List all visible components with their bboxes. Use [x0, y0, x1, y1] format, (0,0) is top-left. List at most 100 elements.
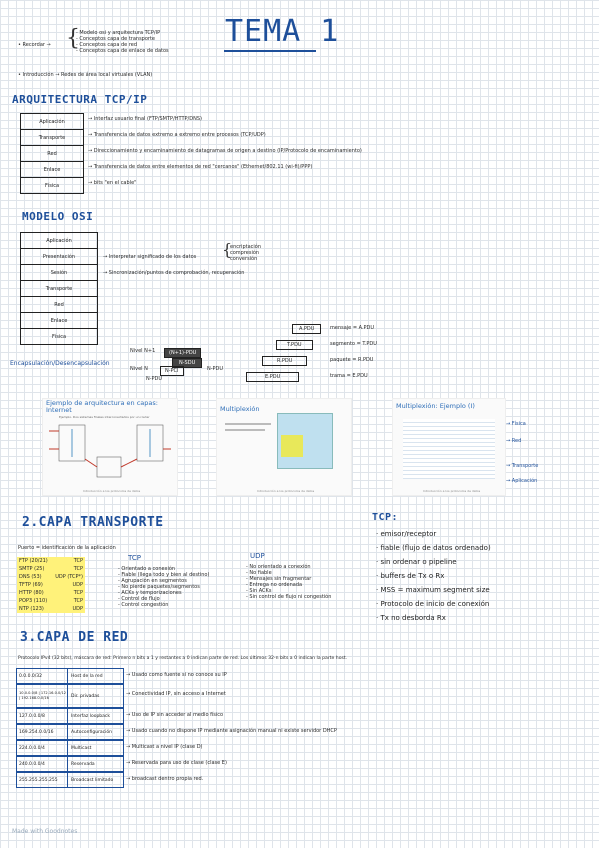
encap-box: (N+1)-PDU [164, 348, 202, 358]
udp-item: - Sin control de flujo ni congestión [246, 594, 332, 600]
red-ip: 10.0.0.0/8 | 172.16.0.0/12 | 192.168.0.0… [17, 685, 68, 707]
recordar-item: - Conceptos capa de enlace de datos [76, 48, 169, 54]
red-name: Host de la red [71, 673, 103, 679]
tcp-item: - Control congestión [118, 602, 169, 608]
port-row: DNS (53)UDP (TCP*) [19, 574, 83, 580]
recordar-item: - Conceptos capa de red [76, 42, 138, 48]
udp-col-head: UDP [250, 552, 265, 560]
tcpip-stack: Aplicación Transporte Red Enlace Física [20, 113, 84, 194]
recordar-list: - Modelo osi y arquitectura TCP/IP - Con… [76, 30, 169, 54]
osi-layer: Sesión [20, 264, 98, 280]
osi-layer: Red [20, 296, 98, 312]
red-desc: → Usado como fuente si no conoce su IP [126, 672, 227, 678]
osi-layer: Enlace [20, 312, 98, 328]
encap-level: Nivel N+1 [130, 348, 156, 354]
red-ip: 224.0.0.0/4 [17, 741, 68, 755]
red-name: Broadcast limitado [71, 777, 114, 783]
red-desc: → Uso de IP sin acceder al medio físico [126, 712, 224, 718]
encap-box: N-PCI [160, 366, 184, 376]
tcp-right-item: · buffers de Tx o Rx [376, 572, 445, 580]
tcp-right-item: · MSS = maximum segment size [376, 586, 490, 594]
encap-box: N-PDU [207, 366, 224, 372]
thumb-line [225, 429, 265, 431]
thumb-diagram [49, 424, 171, 478]
udp-item: - Sin ACKs [246, 588, 272, 594]
puerto-def: Puerto = identificación de la aplicación [18, 545, 116, 551]
thumb-note: → Aplicación [506, 478, 538, 484]
layer-desc: → bits "en el cable" [88, 180, 137, 186]
layer-desc: → Direccionamiento y encaminamiento de d… [88, 148, 362, 154]
red-name: Multicast [71, 745, 92, 751]
recordar-item: - Modelo osi y arquitectura TCP/IP [76, 30, 161, 36]
intro-line: • Introducción → Redes de área local vir… [18, 72, 153, 78]
tcp-right-head: TCP: [372, 512, 399, 523]
thumb-title: Multiplexión: Ejemplo (I) [396, 402, 475, 410]
thumb-line [225, 423, 271, 425]
osi-ses-note: → Sincronización/puntos de comprobación,… [103, 270, 245, 276]
tcp-item: - ACKs y temporizaciones [118, 590, 182, 596]
tcp-item: - Control de flujo [118, 596, 160, 602]
osi-heading: MODELO OSI [22, 210, 94, 223]
tcp-item: - Orientado a conexión [118, 566, 176, 572]
encap-right-label: trama = E.PDU [330, 373, 368, 379]
osi-layer: Física [20, 328, 98, 345]
layer-enlace: Enlace [20, 161, 84, 177]
encap-label: Encapsulación/Desencapsulación [10, 360, 110, 367]
encap-level: N-PDU [146, 376, 163, 382]
red-ip: 255.255.255.255 [17, 773, 68, 787]
encap-box: R.PDU [262, 356, 308, 366]
encap-right-label: segmento = T.PDU [330, 341, 377, 347]
red-ip: 240.0.0.0/4 [17, 757, 68, 771]
osi-pres-item: compresión [230, 250, 260, 256]
osi-layer: Presentación [20, 248, 98, 264]
tcp-right-item: · Tx no desborda Rx [376, 614, 446, 622]
osi-layer: Aplicación [20, 232, 98, 248]
thumb-arquitectura: Ejemplo de arquitectura en capas: Intern… [42, 398, 178, 496]
thumb-title: Multiplexión [220, 405, 260, 413]
tcp-col-head: TCP [128, 554, 141, 562]
udp-item: - No orientado a conexión [246, 564, 311, 570]
osi-pres-item: conversión [230, 256, 258, 262]
osi-pres-note: → Interpretar significado de los datos [103, 254, 197, 260]
encap-box: T.PDU [276, 340, 313, 350]
ports-table: FTP (20/21)TCP SMTP (25)TCP DNS (53)UDP … [17, 557, 85, 613]
thumb-multiplexion: Multiplexión Introducción a los protocol… [216, 398, 352, 496]
page-title: TEMA 1 [225, 14, 340, 49]
transporte-heading: 2.CAPA TRANSPORTE [22, 515, 164, 530]
red-name: Autoconfiguración [71, 729, 113, 735]
layer-desc: → Interfaz usuario final (FTP/SMTP/HTTP/… [88, 116, 202, 122]
osi-pres-list: encriptación compresión conversión [230, 244, 261, 262]
title-underline [224, 50, 316, 52]
tcp-right-list: · emisor/receptor · fiable (flujo de dat… [376, 530, 491, 628]
port-row: SMTP (25)TCP [19, 566, 83, 572]
thumb-caption: Introducción a los protocolos de datos [83, 489, 141, 493]
red-name: Dir. privadas [71, 693, 100, 699]
osi-stack: Aplicación Presentación Sesión Transport… [20, 232, 98, 345]
arquitectura-heading: ARQUITECTURA TCP/IP [12, 93, 148, 106]
layer-fisica: Física [20, 177, 84, 194]
red-ip: 127.0.0.0/8 [17, 709, 68, 723]
red-desc: → Conectividad IP, sin acceso a Internet [126, 691, 226, 697]
thumb-caption: Introducción a los protocolos de datos [423, 489, 481, 493]
port-row: HTTP (80)TCP [19, 590, 83, 596]
red-desc: → broadcast dentro propia red. [126, 776, 204, 782]
tcp-item: - No pierde paquetes/segmentos [118, 584, 200, 590]
layer-desc: → Transferencia de datos extremo a extre… [88, 132, 266, 138]
thumb-subtitle: Ejemplo. Dos sistemas finales interconec… [59, 415, 150, 419]
encap-right-label: paquete = R.PDU [330, 357, 374, 363]
thumb-note: → Red [506, 438, 522, 444]
layer-desc: → Transferencia de datos entre elementos… [88, 164, 313, 170]
tcp-item: - Agrupación en segmentos [118, 578, 187, 584]
tcp-item: - Fiable (llega todo y bien al destino) [118, 572, 210, 578]
red-row: 10.0.0.0/8 | 172.16.0.0/12 | 192.168.0.0… [16, 684, 124, 708]
osi-layer: Transporte [20, 280, 98, 296]
recordar-item: - Conceptos capa de transporte [76, 36, 155, 42]
osi-brace: { [222, 240, 233, 259]
red-heading: 3.CAPA DE RED [20, 630, 129, 645]
encap-level: Nivel N [130, 366, 148, 372]
red-name: Interfaz loopback [71, 713, 111, 719]
tcp-col: - Orientado a conexión - Fiable (llega t… [118, 566, 209, 608]
